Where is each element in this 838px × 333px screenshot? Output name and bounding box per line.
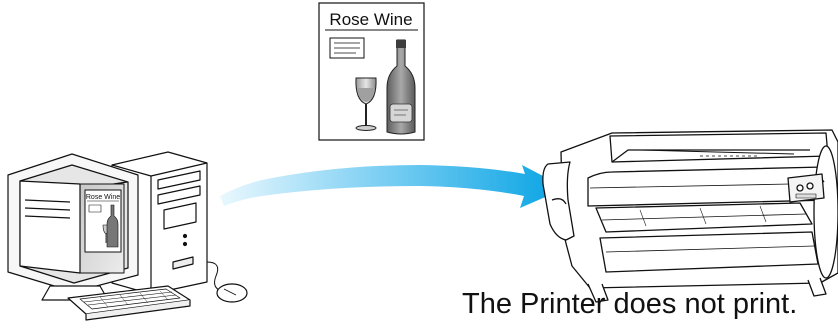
document-title: Rose Wine — [329, 10, 412, 29]
mouse-icon — [207, 262, 247, 302]
monitor-document-title: Rose Wine — [86, 194, 120, 201]
monitor-document: Rose Wine — [85, 190, 121, 252]
wine-document-icon: Rose Wine — [319, 3, 424, 140]
large-format-printer-icon — [543, 130, 838, 302]
control-panel — [788, 174, 824, 202]
printer-status-caption: The Printer does not print. — [462, 284, 834, 324]
desktop-computer-icon: Rose Wine — [8, 152, 247, 320]
send-arrow-icon — [220, 165, 566, 208]
